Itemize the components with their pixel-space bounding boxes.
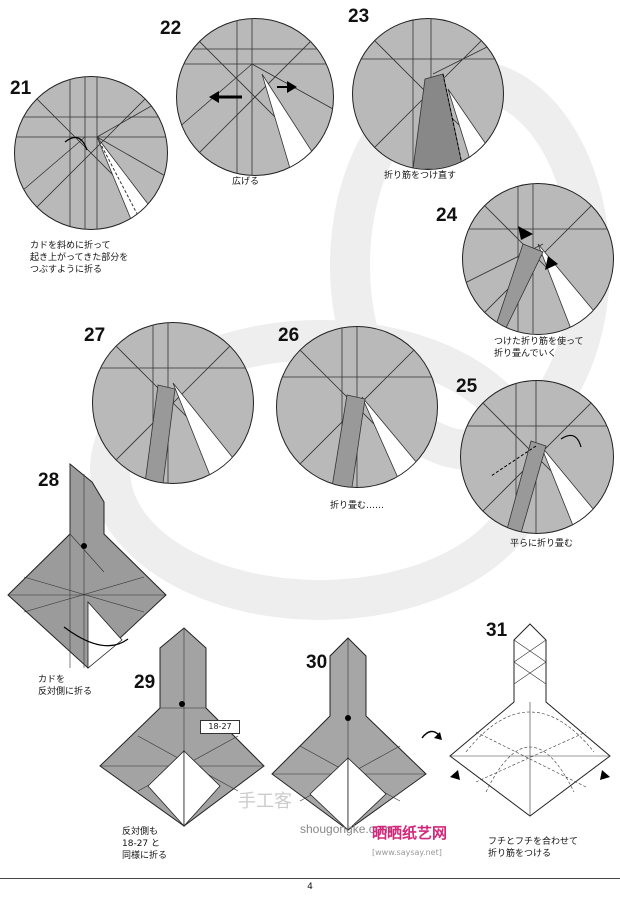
step-number-24: 24 <box>436 205 458 226</box>
watermark-site: shougongke.com <box>300 822 392 836</box>
crease-pattern <box>353 19 503 169</box>
step-29-reference-label: 18-27 <box>200 720 240 734</box>
step-21-diagram <box>14 76 168 230</box>
step-23-diagram <box>352 18 504 170</box>
crease-pattern <box>93 323 253 483</box>
step-29-diagram <box>99 627 265 828</box>
step-27-diagram <box>92 322 254 484</box>
step-31-diagram <box>449 623 611 817</box>
step-number-30: 30 <box>306 652 328 673</box>
crease-pattern <box>461 381 613 533</box>
step-21-caption: カドを斜めに折って 起き上がってきた部分を つぶすように折る <box>30 241 129 275</box>
step-22-caption: 広げる <box>232 177 260 187</box>
step-26-diagram <box>276 326 438 488</box>
step-28-diagram <box>7 462 167 669</box>
crease-pattern <box>177 19 333 175</box>
step-25-diagram <box>460 380 614 534</box>
step-26-caption: 折り畳む…… <box>330 501 385 511</box>
step-number-28: 28 <box>38 470 60 491</box>
step-30-diagram <box>271 637 427 831</box>
page-number: 4 <box>307 882 313 892</box>
step-22-diagram <box>176 18 334 176</box>
flip-over-icon <box>421 730 442 740</box>
crease-pattern <box>463 184 613 334</box>
watermark-brand-url: [www.saysay.net] <box>372 848 442 857</box>
step-number-26: 26 <box>278 325 300 346</box>
watermark-site-cn: 手工客 <box>238 791 292 812</box>
step-number-29: 29 <box>134 672 156 693</box>
step-number-22: 22 <box>160 18 182 39</box>
step-24-caption: つけた折り筋を使って 折り畳んでいく <box>494 337 584 359</box>
step-number-23: 23 <box>348 6 370 27</box>
step-29-caption: 反対側も 18-27 と 同様に折る <box>122 827 168 861</box>
step-25-caption: 平らに折り畳む <box>510 539 574 549</box>
step-31-caption: フチとフチを合わせて 折り筋をつける <box>488 837 579 859</box>
step-23-caption: 折り筋をつけ直す <box>384 171 457 181</box>
crease-pattern <box>15 77 167 229</box>
step-number-21: 21 <box>10 78 32 99</box>
step-number-31: 31 <box>486 620 508 641</box>
footer-divider <box>0 878 620 879</box>
step-24-diagram <box>462 183 614 335</box>
step-28-caption: カドを 反対側に折る <box>38 675 93 697</box>
watermark-brand: 晒晒纸艺网 <box>372 824 448 842</box>
crease-pattern <box>277 327 437 487</box>
